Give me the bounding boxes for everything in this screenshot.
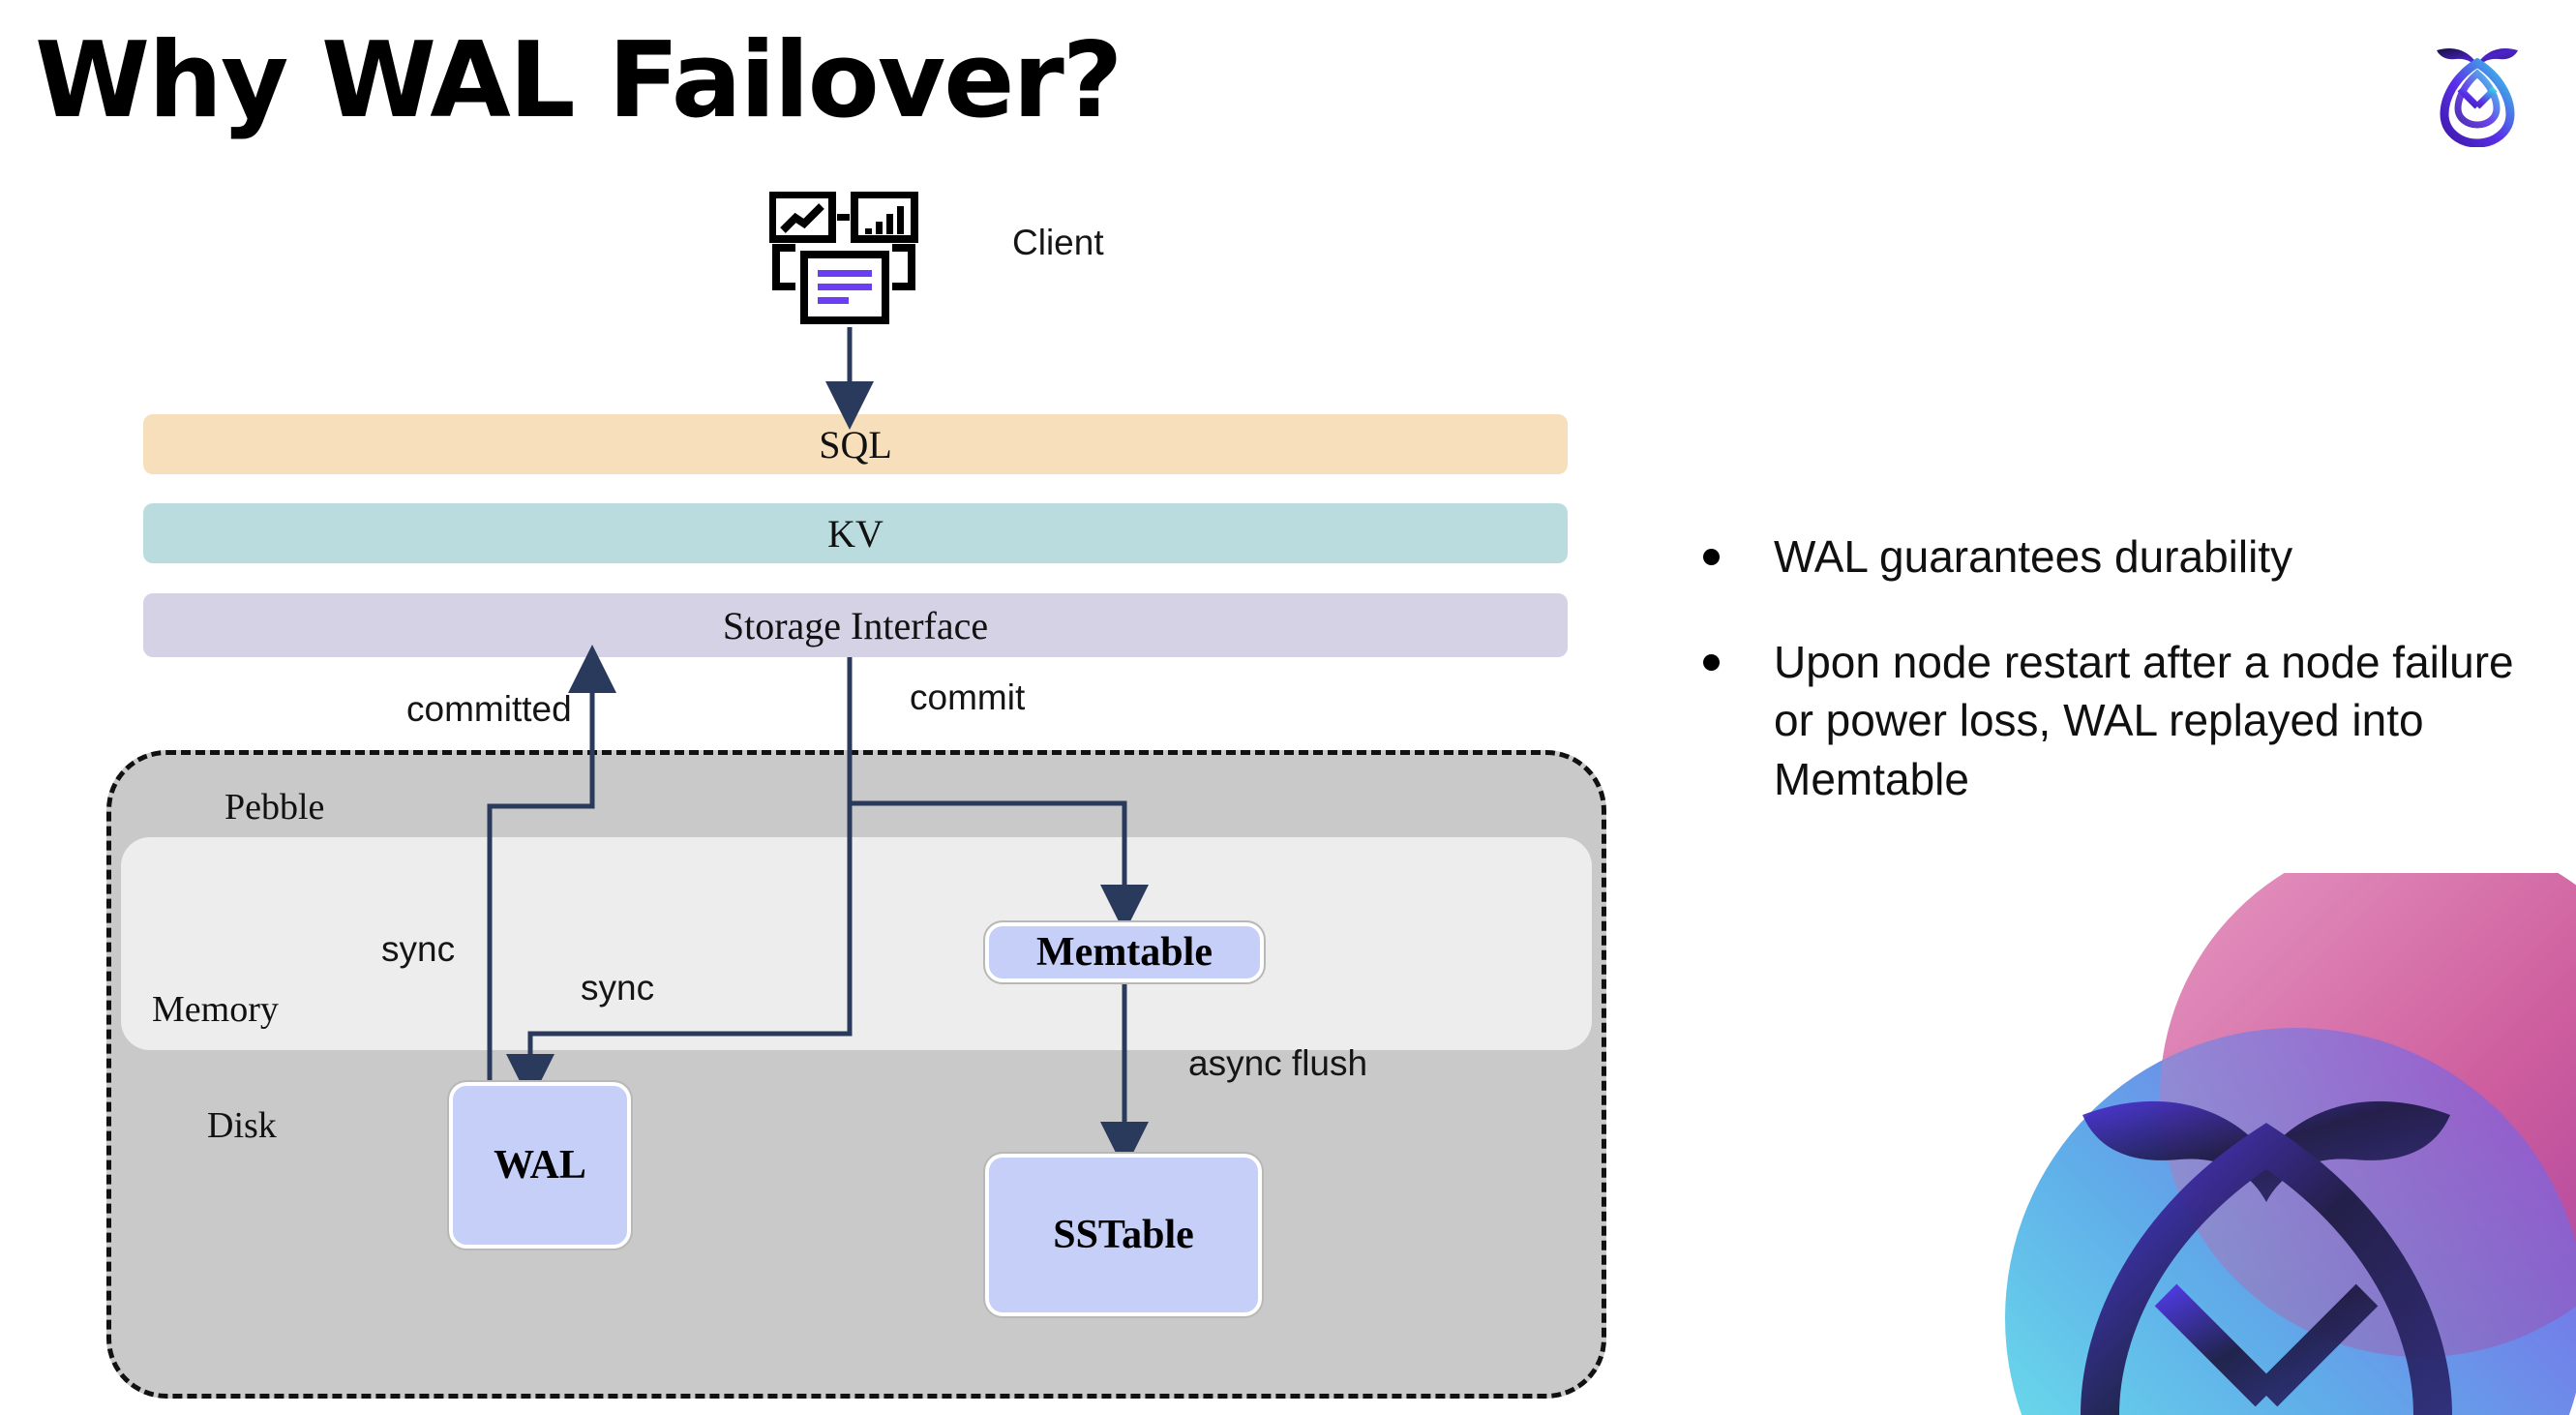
pebble-label: Pebble xyxy=(225,787,325,828)
bullet-dot-icon xyxy=(1703,653,1720,671)
node-sstable: SSTable xyxy=(983,1152,1264,1318)
layer-storage-interface: Storage Interface xyxy=(143,593,1568,657)
edge-label-sync-2: sync xyxy=(581,968,655,1008)
architecture-diagram: Client SQL KV Storage Interface Pebble M… xyxy=(106,191,1606,1399)
decorative-watermark xyxy=(1841,873,2576,1415)
bullet-text: Upon node restart after a node failure o… xyxy=(1774,636,2514,805)
edge-label-committed: committed xyxy=(406,689,572,729)
node-memtable-label: Memtable xyxy=(1036,930,1213,975)
node-sstable-label: SSTable xyxy=(1053,1213,1194,1257)
cockroachdb-logo-icon xyxy=(2417,27,2537,148)
bullet-dot-icon xyxy=(1703,549,1720,565)
bullet-text: WAL guarantees durability xyxy=(1774,531,2293,582)
list-item: Upon node restart after a node failure o… xyxy=(1703,633,2535,809)
node-memtable: Memtable xyxy=(983,920,1266,984)
edge-label-commit: commit xyxy=(910,677,1026,717)
node-wal-label: WAL xyxy=(494,1143,586,1188)
list-item: WAL guarantees durability xyxy=(1703,527,2535,587)
layer-sql: SQL xyxy=(143,414,1568,474)
page-title: Why WAL Failover? xyxy=(35,20,1123,141)
node-wal: WAL xyxy=(447,1080,633,1250)
client-icon xyxy=(768,191,929,327)
layer-kv-label: KV xyxy=(827,511,884,556)
layer-sql-label: SQL xyxy=(819,422,892,467)
layer-kv: KV xyxy=(143,503,1568,563)
disk-label: Disk xyxy=(207,1105,277,1146)
memory-band xyxy=(121,837,1592,1050)
layer-storage-interface-label: Storage Interface xyxy=(722,603,989,647)
client-label: Client xyxy=(1012,223,1104,262)
edge-label-async-flush: async flush xyxy=(1188,1043,1368,1083)
bullet-list: WAL guarantees durability Upon node rest… xyxy=(1703,527,2535,856)
memory-label: Memory xyxy=(152,989,279,1030)
edge-label-sync-1: sync xyxy=(381,929,456,969)
